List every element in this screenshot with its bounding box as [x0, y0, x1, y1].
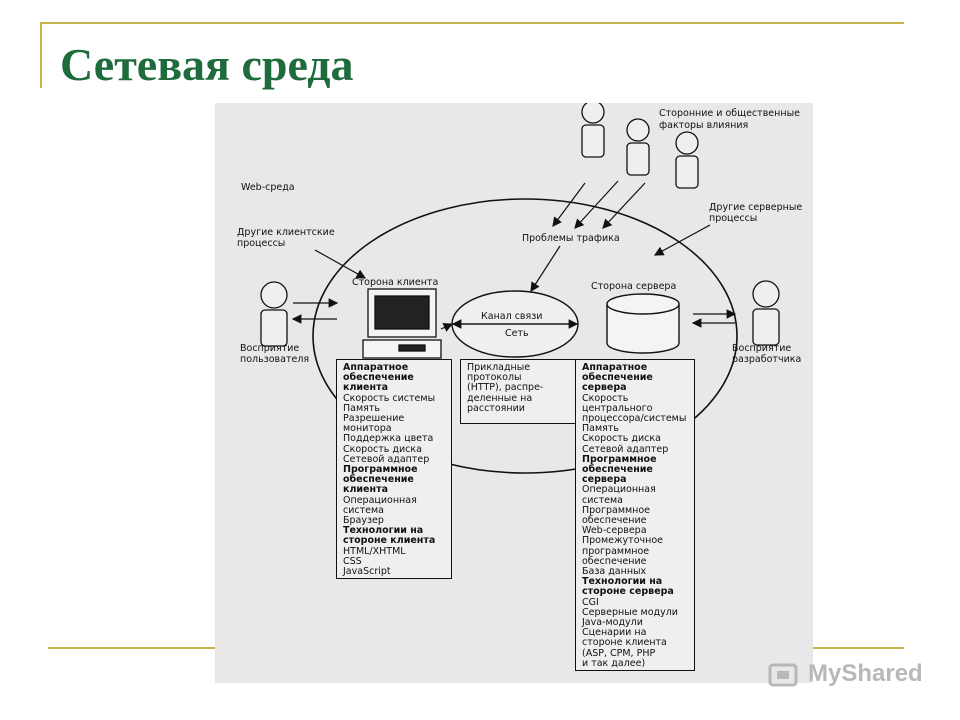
label-dev-perception-1: Восприятие [732, 343, 792, 354]
list-item: Память [582, 423, 619, 435]
list-item: Сетевой адаптер [343, 453, 430, 465]
myshared-logo-icon [768, 663, 798, 687]
list-item: стороне клиента [582, 637, 667, 649]
list-item: Скорость системы [343, 392, 436, 404]
label-user-perception-2: пользователя [240, 354, 310, 365]
list-item: CGI [582, 596, 599, 608]
list-item: обеспечение [582, 555, 647, 567]
left-accent-line [40, 22, 42, 88]
list-item: клиента [343, 382, 388, 394]
server-database-icon [606, 293, 680, 354]
list-item: обеспечение [582, 372, 653, 384]
list-item: расстоянии [467, 402, 525, 414]
label-user-perception-1: Восприятие [240, 343, 300, 354]
list-item: Программное [343, 464, 418, 476]
list-item: процессора/системы [582, 413, 687, 425]
list-item: Web-сервера [582, 525, 647, 537]
person-icon-factor-3 [675, 131, 699, 189]
label-external-factors-2: факторы влияния [659, 120, 749, 131]
list-item: стороне сервера [582, 586, 674, 598]
list-item: Скорость диска [343, 443, 422, 455]
label-other-client-1: Другие клиентские [237, 227, 335, 238]
list-item: обеспечение [582, 515, 647, 527]
watermark-text: MyShared [808, 660, 923, 687]
list-item: Операционная [582, 484, 656, 496]
list-item: Программное [582, 453, 657, 465]
slide-title: Сетевая среда [60, 39, 354, 90]
list-item: и так далее) [582, 657, 646, 669]
list-item: монитора [343, 423, 392, 435]
list-item: Сценарии на [582, 627, 647, 639]
person-icon-user [260, 281, 288, 347]
label-traffic-problems: Проблемы трафика [522, 233, 620, 244]
list-item: сервера [582, 474, 627, 486]
list-item: Технологии на [343, 525, 424, 537]
list-item: обеспечение [582, 464, 653, 476]
list-item: Браузер [343, 515, 384, 527]
list-item: обеспечение [343, 372, 414, 384]
list-item: Поддержка цвета [343, 433, 434, 445]
client-computer-icon [362, 288, 442, 359]
person-icon-developer [752, 280, 780, 346]
web-environment-diagram: Web-среда Сторонние и общественные факто… [215, 103, 813, 683]
list-item: Программное [582, 504, 651, 516]
list-item: Разрешение [343, 413, 405, 425]
list-item: протоколы [467, 372, 522, 384]
list-item: программное [582, 545, 650, 557]
list-item: Технологии на [582, 576, 663, 588]
label-other-server-1: Другие серверные [709, 202, 803, 213]
list-item: Аппаратное [582, 362, 648, 373]
list-item: Операционная [343, 494, 417, 506]
label-server-side: Сторона сервера [591, 281, 677, 292]
list-item: Серверные модули [582, 606, 678, 618]
list-item: обеспечение [343, 474, 414, 486]
list-item: Память [343, 402, 380, 414]
list-item: База данных [582, 566, 647, 578]
label-other-server-2: процессы [709, 213, 758, 224]
label-client-side: Сторона клиента [352, 277, 439, 288]
list-item: Скорость [582, 392, 629, 404]
list-item: сервера [582, 382, 627, 394]
list-item: JavaScript [343, 566, 391, 578]
list-item: клиента [343, 484, 388, 496]
list-item: стороне клиента [343, 535, 436, 547]
label-dev-perception-2: разработчика [732, 354, 802, 365]
top-accent-line [40, 22, 904, 24]
list-item: система [582, 494, 623, 506]
list-item: центрального [582, 402, 653, 414]
person-icon-factor-1 [581, 103, 605, 158]
label-network: Сеть [505, 328, 529, 339]
person-icon-factor-2 [626, 118, 650, 176]
diagram-graphics [260, 103, 780, 474]
label-other-client-2: процессы [237, 238, 286, 249]
list-item: Промежуточное [582, 535, 664, 547]
list-item: HTML/XHTML [343, 545, 406, 557]
label-channel: Канал связи [481, 311, 543, 322]
list-item: Аппаратное [343, 362, 409, 373]
list-item: Прикладные [467, 362, 531, 373]
list-item: (ASP, CPM, PHP [582, 647, 656, 659]
web-env-ellipse [312, 198, 738, 474]
list-item: CSS [343, 555, 362, 567]
myshared-watermark: MyShared [768, 660, 938, 692]
list-item: Сетевой адаптер [582, 443, 669, 455]
label-web-env: Web-среда [241, 182, 295, 193]
list-item: Java-модули [582, 617, 643, 629]
label-external-factors-1: Сторонние и общественные [659, 108, 800, 119]
list-item: (HTTP), распре- [467, 382, 544, 394]
list-item: Скорость диска [582, 433, 661, 445]
list-item: деленные на [467, 392, 533, 404]
list-item: система [343, 504, 384, 516]
